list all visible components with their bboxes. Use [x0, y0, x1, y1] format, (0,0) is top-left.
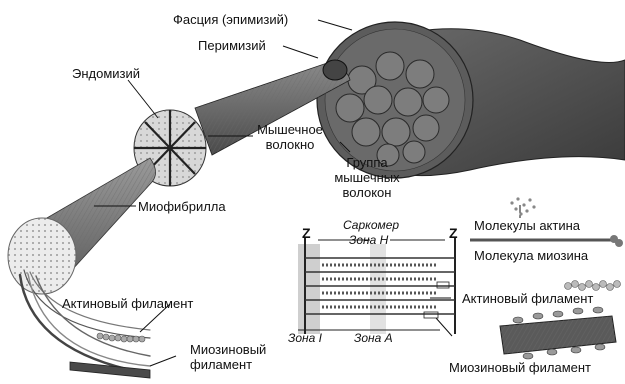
label-zone-i: Зона I: [288, 331, 322, 346]
label-fiber-group-line2: мышечных: [322, 170, 412, 185]
label-muscle-fiber-line2: волокно: [255, 137, 325, 152]
label-myosin-filament-left-line2: филамент: [190, 357, 266, 372]
label-z-left: Z: [302, 226, 311, 241]
label-myosin-filament-left: Миозиновый филамент: [190, 342, 266, 372]
label-fiber-group-line3: волокон: [322, 185, 412, 200]
label-actin-filament-left: Актиновый филамент: [62, 296, 193, 311]
label-myofibril: Миофибрилла: [138, 199, 226, 214]
label-actin-filament-right: Актиновый филамент: [462, 291, 593, 306]
label-perimysium: Перимизий: [198, 38, 266, 53]
actin-filament-icon: [565, 281, 621, 291]
label-sarcomere: Саркомер: [343, 218, 399, 233]
myosin-molecule-icon: [470, 235, 623, 247]
filament-strands: [20, 270, 150, 372]
label-myosin-filament-right: Миозиновый филамент: [449, 360, 591, 375]
label-fiber-group: Группа мышечных волокон: [322, 155, 412, 200]
label-fiber-group-line1: Группа: [322, 155, 412, 170]
actin-molecules-icon: [510, 197, 535, 215]
label-endomysium: Эндомизий: [72, 66, 140, 81]
label-muscle-fiber: Мышечное волокно: [255, 122, 325, 152]
label-muscle-fiber-line1: Мышечное: [255, 122, 325, 137]
myosin-filament-icon: [500, 307, 616, 359]
label-myosin-filament-left-line1: Миозиновый: [190, 342, 266, 357]
label-myosin-molecule: Молекула миозина: [474, 248, 588, 263]
label-fascia: Фасция (эпимизий): [173, 12, 288, 27]
sarcomere-panel: [298, 238, 455, 334]
label-zone-a: Зона А: [354, 331, 393, 346]
label-z-right: Z: [449, 226, 458, 241]
label-actin-molecules: Молекулы актина: [474, 218, 580, 233]
label-zone-h: Зона Н: [349, 233, 388, 248]
